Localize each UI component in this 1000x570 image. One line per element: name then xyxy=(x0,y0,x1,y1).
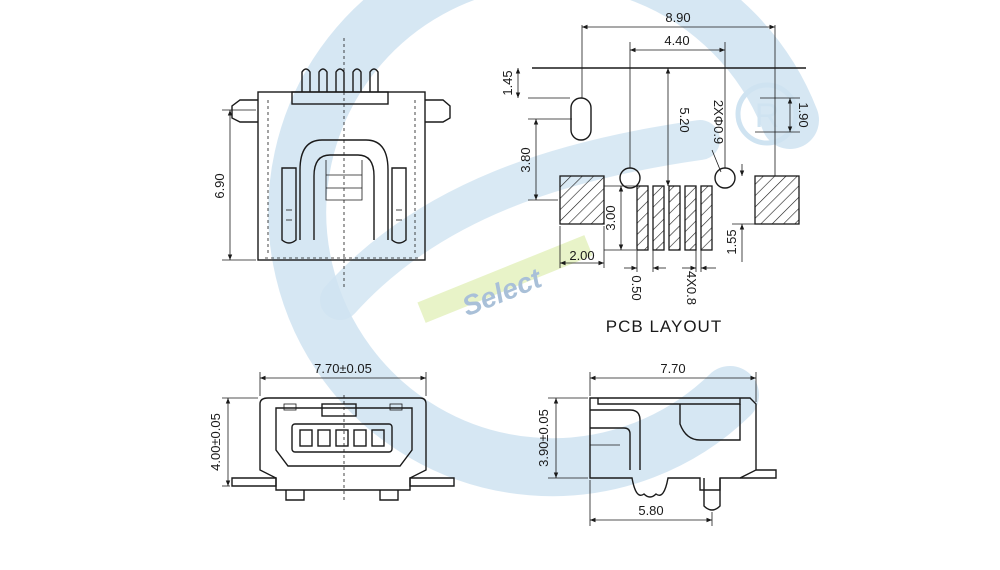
side-view-pin xyxy=(703,478,721,511)
front-view-contacts xyxy=(299,429,385,447)
dim-side-height: 3.90±0.05 xyxy=(536,409,551,467)
dim-pcb-pitch: 0.50 xyxy=(629,275,644,300)
dim-pcb-pad-width: 2.00 xyxy=(569,248,594,263)
dim-pcb-pad-to-pin: 3.80 xyxy=(518,147,533,172)
dim-side-depth: 5.80 xyxy=(638,503,663,518)
top-view: 6.90 xyxy=(212,38,451,290)
front-view-shell xyxy=(259,397,427,491)
dim-pcb-overall-width: 8.90 xyxy=(665,10,690,25)
pcb-mount-pad-left xyxy=(559,175,605,225)
registered-mark-letter: R xyxy=(755,97,780,135)
pcb-mount-pad-right xyxy=(754,175,800,225)
dim-front-height: 4.00±0.05 xyxy=(208,413,223,471)
dim-pcb-pin-width: 4X0.8 xyxy=(684,271,699,305)
dim-pcb-top-offset: 1.45 xyxy=(500,70,515,95)
watermark-ring xyxy=(268,0,819,497)
dim-pcb-mount-pad-height: 1.90 xyxy=(796,102,811,127)
front-view-tongue xyxy=(291,423,393,453)
pcb-hole-right xyxy=(714,167,736,189)
side-view: 7.70 3.90±0.05 5.80 xyxy=(536,361,777,526)
pcb-layout-view: 8.90 4.40 1.45 3.80 5.20 2XΦ0.9 1.90 3.0… xyxy=(500,10,811,336)
dim-pcb-holes: 2XΦ0.9 xyxy=(711,100,726,144)
top-view-pins xyxy=(291,68,389,105)
watermark-swoosh xyxy=(320,120,720,320)
pcb-layout-title: PCB LAYOUT xyxy=(606,317,722,336)
pcb-signal-pads xyxy=(636,185,713,251)
pcb-slot xyxy=(570,97,592,141)
dim-pcb-pin-pad-length: 3.00 xyxy=(603,205,618,230)
watermark-band xyxy=(417,235,593,323)
dim-pcb-pin-length-ref: 5.20 xyxy=(677,107,692,132)
registered-mark-icon xyxy=(735,82,799,146)
dim-pcb-hole-spacing: 4.40 xyxy=(664,33,689,48)
dim-top-height: 6.90 xyxy=(212,173,227,198)
dim-side-length: 7.70 xyxy=(660,361,685,376)
dim-front-width: 7.70±0.05 xyxy=(314,361,372,376)
front-view: 7.70±0.05 4.00±0.05 xyxy=(208,361,455,501)
dim-pcb-pad-offset: 1.55 xyxy=(724,229,739,254)
